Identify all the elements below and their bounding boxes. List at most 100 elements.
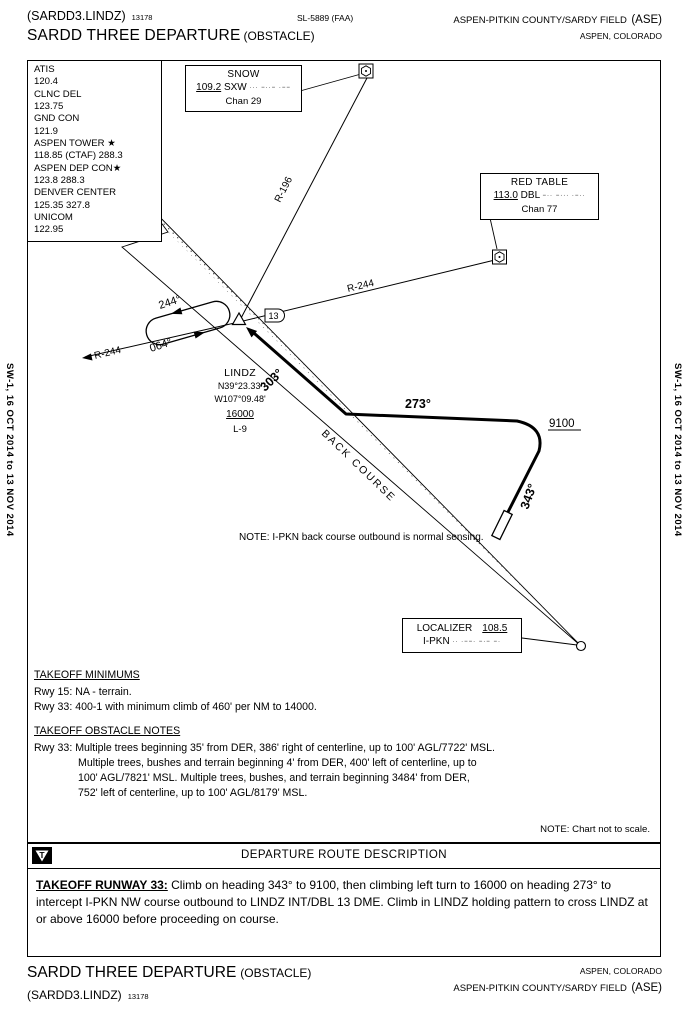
snow-box-pointer-line (299, 73, 362, 92)
comm-line: 123.8 288.3 (34, 175, 85, 187)
obstacle-note-line: Rwy 33: Multiple trees beginning 35' fro… (34, 742, 495, 754)
lindz-fix-block: LINDZ N39°23.33' W107°09.48' 16000 L-9 (194, 367, 286, 436)
comm-line: ASPEN DEP CON★ (34, 162, 122, 174)
departure-route-track (253, 332, 542, 514)
back-course-note: NOTE: I-PKN back course outbound is norm… (239, 532, 484, 543)
takeoff-runway-label: TAKEOFF RUNWAY 33: (36, 878, 168, 892)
procedure-name: SARDD THREE DEPARTURE (27, 964, 237, 981)
navaid-frequency: 109.2 (196, 82, 222, 93)
dme-distance-box (264, 308, 285, 323)
t-symbol-letter: T (39, 850, 45, 860)
route-title-divider (28, 868, 660, 869)
procedure-qualifier: (OBSTACLE) (240, 966, 312, 980)
header-left: (SARDD3.LINDZ)13178 SARDD THREE DEPARTUR… (27, 7, 315, 45)
fix-airway: L-9 (233, 424, 247, 435)
comm-line: 123.75 (34, 101, 64, 113)
navaid-name: SNOW (227, 69, 260, 80)
plan-view: 13 R-196 R-244 R-244 BACK COURSE 244° 06… (27, 60, 661, 843)
navaid-morse-code: −·· −··· ·−·· (542, 193, 586, 199)
effective-dates-banner-right: SW-1, 16 OCT 2014 to 13 NOV 2014 (672, 363, 683, 537)
route-description-box: T DEPARTURE ROUTE DESCRIPTION TAKEOFF RU… (27, 843, 661, 957)
footer-right: ASPEN, COLORADO ASPEN-PITKIN COUNTY/SARD… (453, 966, 662, 996)
obstacle-notes-title: TAKEOFF OBSTACLE NOTES (34, 725, 181, 737)
comm-line: DENVER CENTER (34, 187, 117, 199)
radial-244-arrowhead (82, 353, 93, 361)
radial-196-label: R-196 (273, 175, 295, 205)
altitude-9100-label: 9100 (549, 418, 575, 430)
navaid-frequency: 113.0 (493, 190, 518, 201)
route-description-title: DEPARTURE ROUTE DESCRIPTION (241, 849, 447, 861)
takeoff-instructions: Climb on heading 343° to 9100, then clim… (36, 878, 648, 926)
localizer-beam-symbol (121, 204, 582, 647)
airport-city: ASPEN, COLORADO (579, 966, 662, 976)
navaid-frequency-line: 113.0 DBL −·· −··· ·−·· (481, 189, 598, 203)
not-to-scale-note: NOTE: Chart not to scale. (540, 824, 650, 835)
obstacle-note-line: 752' left of centerline, up to 100' AGL/… (78, 787, 308, 799)
hold-inbound-course-label: 064° (148, 336, 173, 354)
communications-box: ATIS 120.4 CLNC DEL 123.75 GND CON 121.9… (27, 60, 162, 242)
fix-minimum-altitude: 16000 (226, 409, 254, 420)
fix-latitude: N39°23.33' (217, 381, 263, 391)
takeoff-minimums-triangle-icon: T (32, 847, 52, 864)
footer-left: SARDD THREE DEPARTURE(OBSTACLE) (SARDD3.… (27, 964, 311, 1004)
navaid-ident: SXW (223, 82, 247, 93)
runway-symbol (490, 509, 514, 541)
redtable-box-pointer-line (489, 217, 498, 250)
radial-196-line (238, 77, 368, 323)
comm-line: UNICOM (34, 212, 73, 224)
airport-name: ASPEN-PITKIN COUNTY/SARDY FIELD (453, 983, 627, 994)
radial-244-extension-line (84, 321, 240, 358)
navaid-name: RED TABLE (510, 177, 569, 188)
comm-line: ATIS (34, 64, 55, 75)
fix-longitude: W107°09.48' (214, 394, 266, 404)
comm-line: 120.4 (34, 76, 59, 88)
procedure-qualifier: (OBSTACLE) (243, 29, 315, 43)
dme-distance-value: 13 (268, 311, 278, 321)
navaid-ident: DBL (520, 190, 540, 201)
comm-line: CLNC DEL (34, 88, 82, 100)
lindz-fix-triangle (231, 311, 247, 326)
radial-244-sw-label: R-244 (93, 345, 122, 362)
snow-vor-symbol (358, 63, 374, 79)
fix-name: LINDZ (224, 367, 256, 379)
airport-code: (ASE) (631, 14, 662, 26)
holding-pattern-symbol (145, 300, 231, 346)
comm-line: 121.9 (34, 125, 59, 137)
airport-code: (ASE) (631, 982, 662, 994)
obstacle-note-line: 100' AGL/7821' MSL. Multiple trees, bush… (78, 772, 470, 784)
redtable-navaid-box: RED TABLE 113.0 DBL −·· −··· ·−·· Chan 7… (480, 173, 599, 220)
obstacle-note-line: Multiple trees, bushes and terrain begin… (78, 757, 477, 769)
minimums-rwy33: Rwy 33: 400-1 with minimum climb of 460'… (34, 701, 317, 713)
procedure-code: (SARDD3.LINDZ) (27, 9, 126, 23)
localizer-frequency: 108.5 (482, 623, 508, 634)
airport-city: ASPEN, COLORADO (579, 31, 662, 41)
comm-line: 122.95 (34, 224, 64, 236)
localizer-antenna-symbol (575, 640, 587, 652)
comm-line: ASPEN TOWER ★ (34, 138, 116, 150)
airport-name: ASPEN-PITKIN COUNTY/SARDY FIELD (453, 15, 627, 26)
comm-line: 125.35 327.8 (34, 199, 91, 211)
localizer-box-pointer-line (521, 637, 578, 646)
localizer-morse-code: ·· ·−−· −·− −· (452, 639, 501, 645)
takeoff-minimums-title: TAKEOFF MINIMUMS (34, 669, 140, 681)
navaid-morse-code: ··· −··− ·−− (249, 85, 291, 91)
navaid-channel: Chan 29 (225, 96, 262, 107)
takeoff-minimums-section: TAKEOFF MINIMUMS Rwy 15: NA - terrain. R… (34, 668, 656, 801)
snow-navaid-box: SNOW 109.2 SXW ··· −··− ·−− Chan 29 (185, 65, 302, 112)
comm-line: 118.85 (CTAF) 288.3 (34, 150, 123, 162)
sl-reference: SL-5889 (FAA) (297, 13, 354, 23)
localizer-ident-line: I-PKN ·· ·−−· −·− −· (405, 635, 519, 649)
departure-route-arrowhead (246, 327, 258, 338)
header-right: ASPEN-PITKIN COUNTY/SARDY FIELD (ASE) AS… (453, 10, 662, 41)
localizer-beam-stipple (148, 205, 581, 646)
minimums-rwy15: Rwy 15: NA - terrain. (34, 686, 132, 698)
localizer-ident: I-PKN (423, 636, 450, 647)
chart-id: 13178 (127, 992, 149, 1001)
chart-id: 13178 (131, 13, 153, 22)
route-description-text: TAKEOFF RUNWAY 33: Climb on heading 343°… (36, 877, 652, 927)
comm-line: GND CON (34, 113, 80, 125)
effective-dates-banner-left: SW-1, 16 OCT 2014 to 13 NOV 2014 (4, 363, 15, 537)
